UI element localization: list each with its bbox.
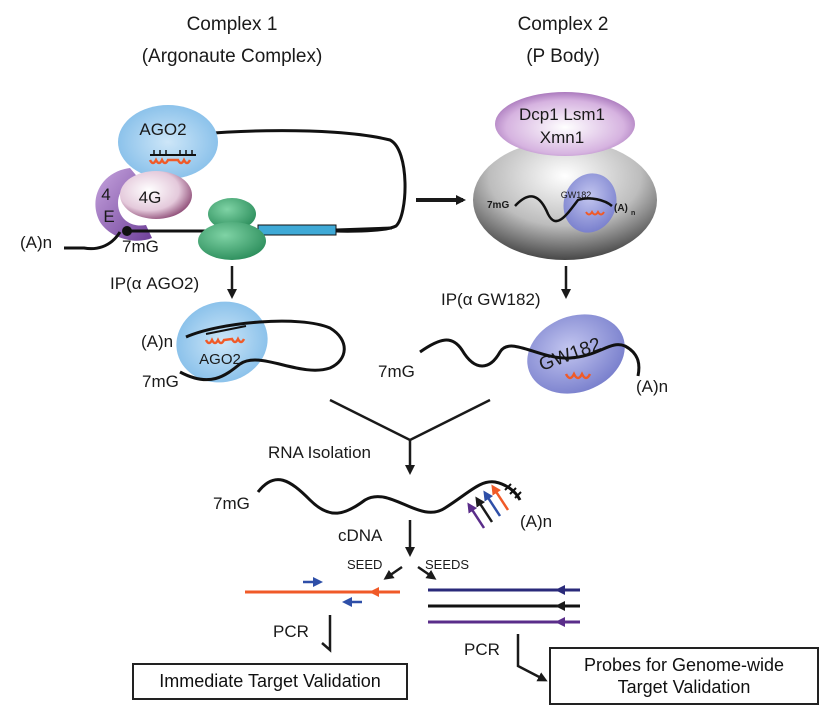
cap-label-2: 7mG [487,200,509,211]
ribosome-small-subunit [208,198,256,230]
gw182-small-label: GW182 [561,190,592,200]
pcr-arrow-left [321,615,332,653]
genome-validation-line1: Probes for Genome-wide [583,655,785,675]
isolated-mrna [256,478,522,515]
convergence-lines [329,398,491,442]
pcr-arrow-right [516,634,548,682]
ago2-label: AGO2 [139,120,186,139]
ip-gw182-label: IP(α GW182) [441,290,541,309]
ago2-protein [118,105,218,179]
cap-label-3: 7mG [142,372,179,391]
complex1-title: Complex 1 [187,14,278,35]
seeds-label: SEEDS [425,557,469,572]
dcp1-lsm1-label: Dcp1 Lsm1 [519,105,605,124]
mrna-3utr [335,226,393,232]
pbody-complex: Dcp1 Lsm1 Xmn1 7mG GW182 (A) n [473,92,657,260]
pbody-mirna [585,210,605,216]
polyA-tail-1 [64,231,122,251]
cap-label-4: 7mG [378,362,415,381]
complex1-subtitle: (Argonaute Complex) [142,46,323,67]
mrna-loop [149,129,407,233]
xmn1-label: Xmn1 [540,128,584,147]
primer-arrow-blue [483,490,502,517]
eif4g-label: 4G [139,188,162,207]
gw182-ip-product: GW182 7mG (A)n [378,314,668,396]
gw182-ip-mirna [564,371,592,380]
eif4e-label-4: 4 [101,185,110,204]
seed-label: SEED [347,557,382,572]
gw182-ip-mrna [419,338,641,377]
immediate-validation-box: Immediate Target Validation [132,663,408,700]
immediate-validation-label: Immediate Target Validation [159,671,381,691]
genome-validation-box: Probes for Genome-wide Target Validation [549,647,819,705]
ago2-ip-mrna [179,319,346,382]
argonaute-complex: AGO2 4 E 4G (A)n 7mG [20,105,407,260]
seeds-library [428,585,580,627]
mirna-strand [148,157,192,165]
arrow-seed [383,565,403,580]
orf-bar [257,224,337,236]
eif4g-protein [120,171,192,219]
cap-label-1: 7mG [122,237,159,256]
gw182-small [563,173,617,233]
ip-ago2-label: IP(α AGO2) [110,274,199,293]
ago2-ip-target [205,325,247,335]
complex2-subtitle: (P Body) [526,46,600,67]
cap-label-5: 7mG [213,494,250,513]
rna-isolation-label: RNA Isolation [268,443,371,462]
polyA-small-label: (A) [614,203,628,214]
genome-validation-line2: Target Validation [617,677,751,697]
pbody-cap-proteins [495,92,635,156]
ribosome-large-subunit [198,222,266,260]
isolated-rna: 7mG (A)n [213,478,552,531]
ago2-ip-product: AGO2 (A)n 7mG [141,301,346,391]
polyA-label-4: (A)n [520,512,552,531]
complex2-title: Complex 2 [518,14,609,35]
pcr-right-label: PCR [464,640,500,659]
ago2-ip-mirna [204,336,246,345]
mirna-pairing [153,150,193,155]
eif4e-protein [95,168,152,241]
polyA-label-2: (A)n [141,332,173,351]
polyA-small-sub: n [631,210,635,217]
polyA-label-1: (A)n [20,233,52,252]
cdna-label: cDNA [338,526,383,545]
seed-pcr-product [245,577,400,607]
pcr-left-label: PCR [273,622,309,641]
gw182-protein-ip [527,314,625,394]
primer-arrow-red [491,484,510,511]
eif4e-label-e: E [103,207,114,226]
polyA-ticks [504,483,522,499]
ago2-ip-label: AGO2 [199,351,241,368]
primer-arrow-black [475,496,494,523]
polyA-label-3: (A)n [636,377,668,396]
pbody-mrna [514,195,613,223]
primer-arrow-purple [467,502,486,529]
arrow-seeds [417,565,437,580]
